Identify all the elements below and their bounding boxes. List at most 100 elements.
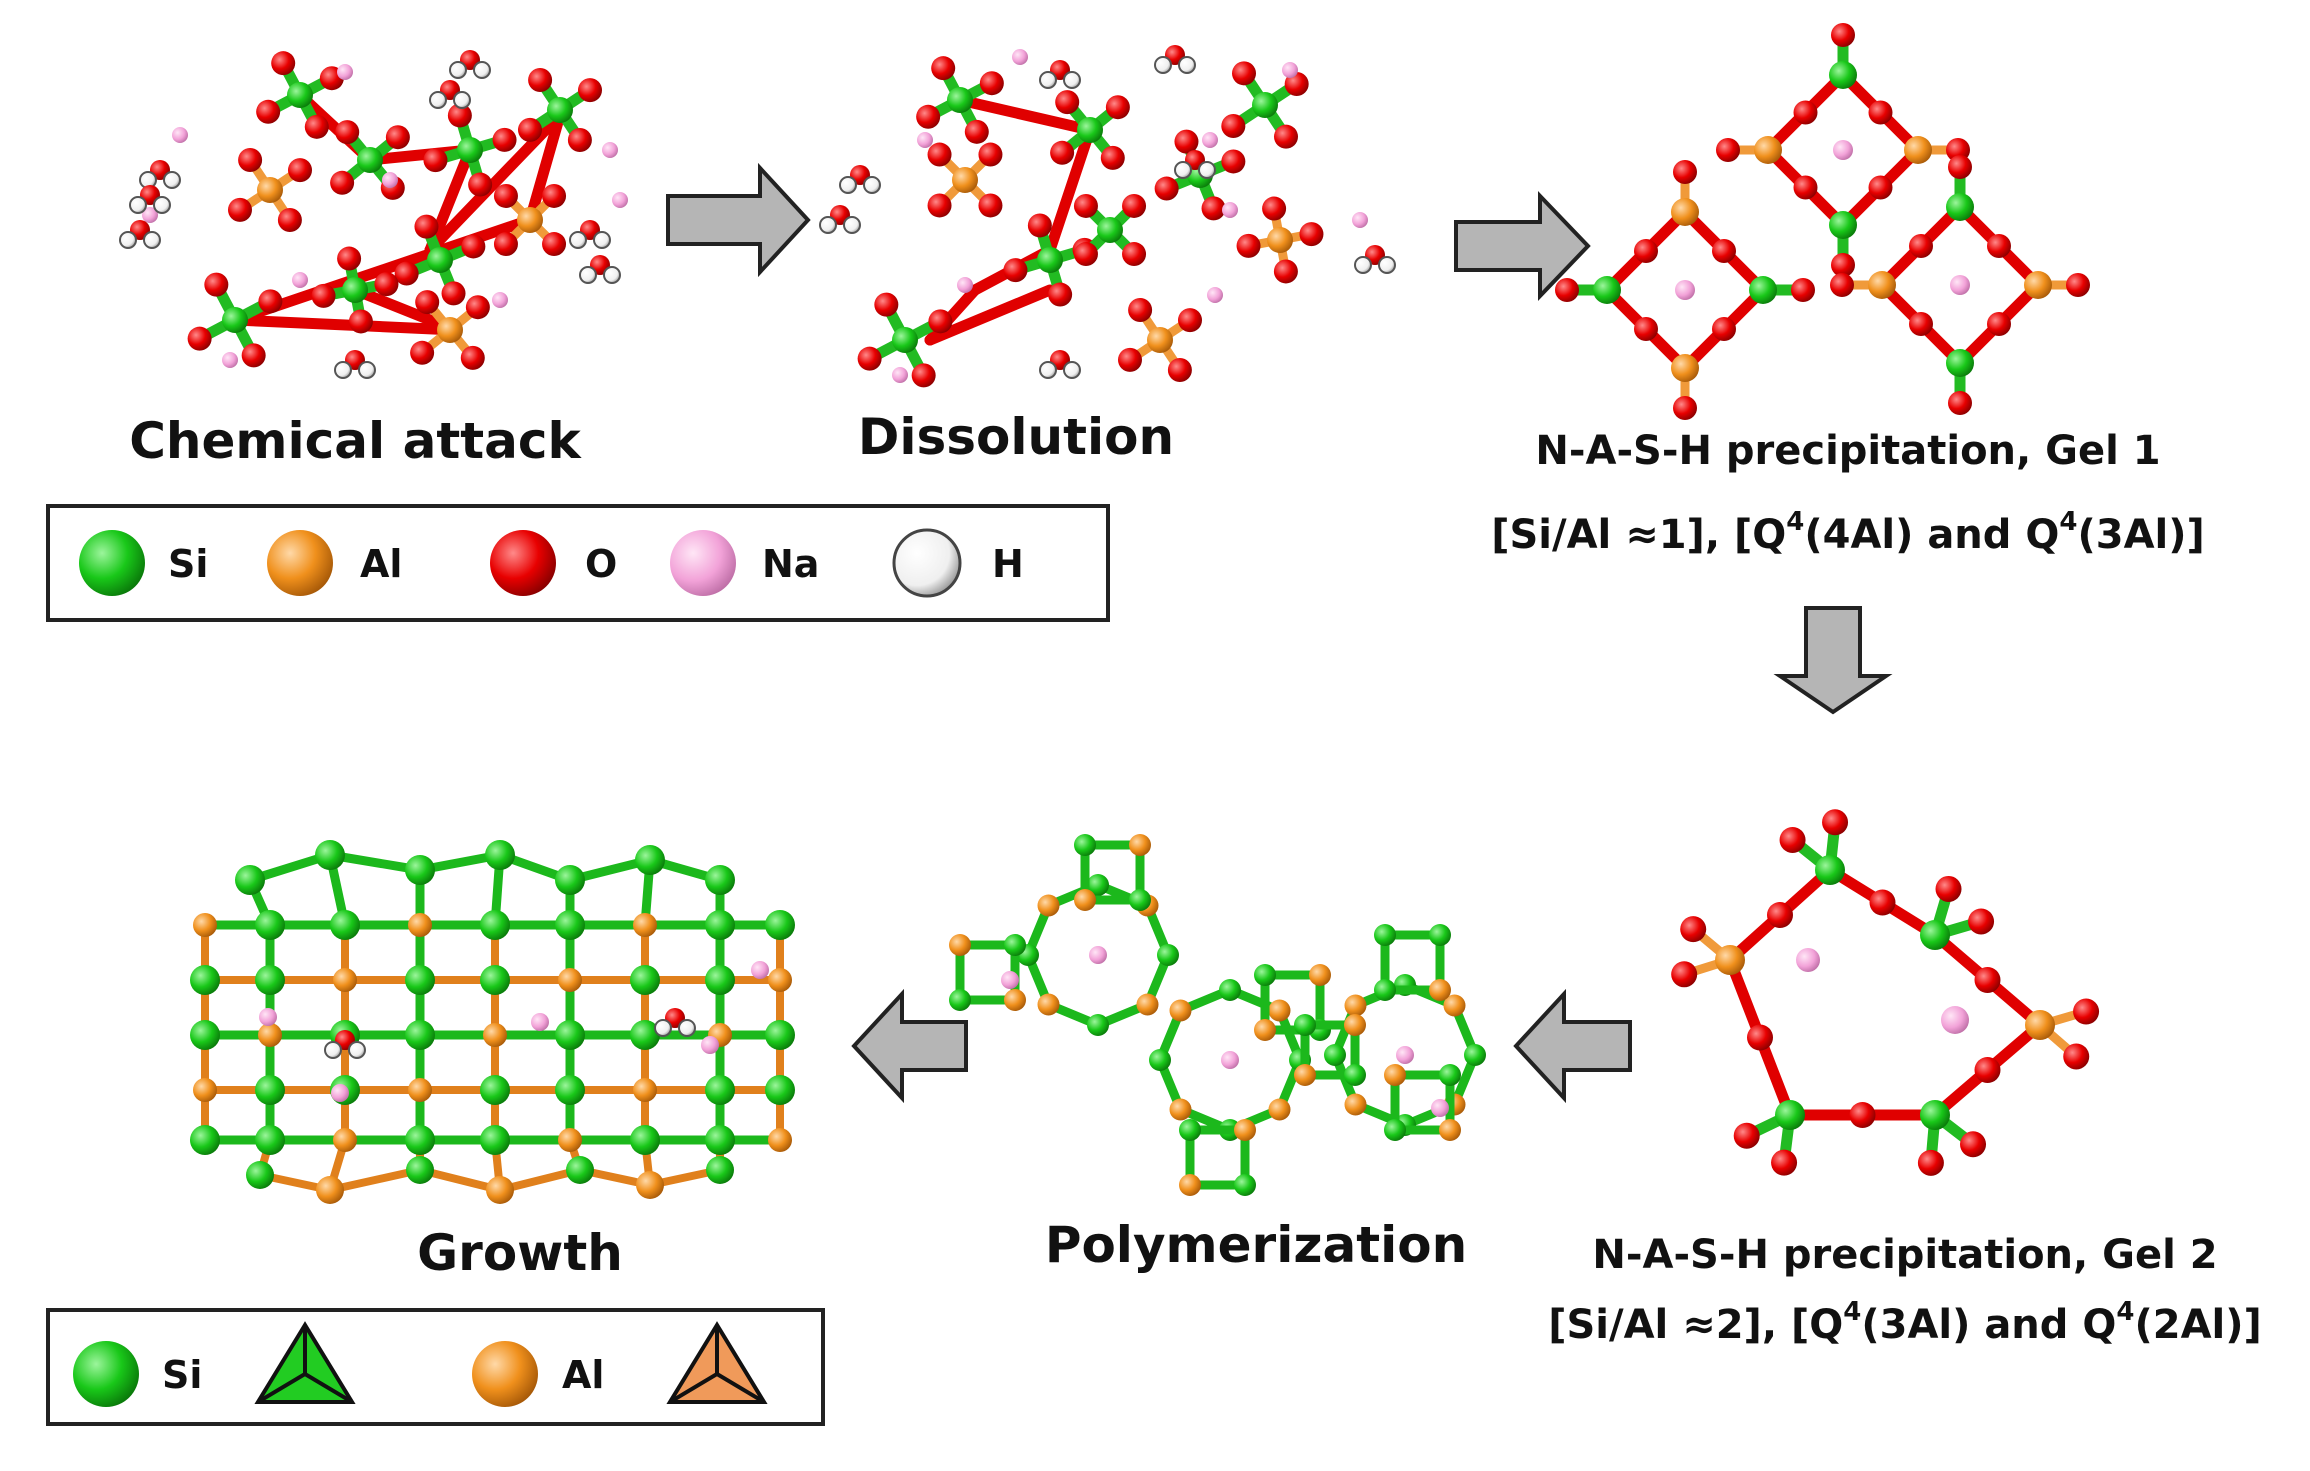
o-atom xyxy=(304,114,329,139)
na-atom xyxy=(172,127,188,143)
dissolution-label: Dissolution xyxy=(858,408,1174,466)
si-atom xyxy=(705,910,735,940)
o-atom xyxy=(1822,809,1849,836)
al-atom xyxy=(2024,271,2052,299)
si-atom xyxy=(892,327,918,353)
si-atom xyxy=(222,307,248,333)
na-atom xyxy=(892,367,908,383)
gel1-detail-mid: (4Al) and Q xyxy=(1804,512,2059,558)
h-atom xyxy=(1178,56,1196,74)
na-atom xyxy=(917,132,933,148)
legend-al-swatch xyxy=(267,530,333,596)
al-atom xyxy=(1268,1098,1291,1121)
al-atom xyxy=(636,1171,664,1199)
gel1-detail-pre: [Si/Al ≈1], [Q xyxy=(1491,512,1786,558)
o-atom xyxy=(2073,998,2100,1025)
o-atom xyxy=(187,326,212,351)
na-atom xyxy=(222,352,238,368)
si-atom xyxy=(287,82,313,108)
al-atom xyxy=(633,1078,657,1102)
si-atom xyxy=(555,1075,585,1105)
polymerization-framework xyxy=(949,834,1486,1196)
si-atom xyxy=(1829,211,1857,239)
o-atom xyxy=(410,340,435,365)
legend-o-swatch xyxy=(490,530,556,596)
si-atom xyxy=(1254,964,1276,986)
h-atom xyxy=(453,91,471,109)
h-atom xyxy=(863,176,881,194)
si-atom xyxy=(630,965,660,995)
al-atom xyxy=(1147,327,1173,353)
o-atom xyxy=(1868,175,1893,200)
arrow-polymerization-to-growth xyxy=(851,988,968,1104)
o-atom xyxy=(238,147,263,172)
o-atom xyxy=(874,292,899,317)
si-atom xyxy=(705,865,735,895)
h-atom xyxy=(429,91,447,109)
h-atom xyxy=(324,1041,342,1059)
legend-si-label: Si xyxy=(168,542,208,586)
o-atom xyxy=(447,103,472,128)
si-atom xyxy=(765,1075,795,1105)
o-atom xyxy=(1680,916,1707,943)
o-atom xyxy=(1073,193,1098,218)
o-atom xyxy=(1948,391,1972,415)
gel2-detail: [Si/Al ≈2], [Q4(3Al) and Q4(2Al)] xyxy=(1548,1297,2262,1348)
si-atom xyxy=(330,910,360,940)
si-atom xyxy=(1815,855,1845,885)
al-atom xyxy=(1868,271,1896,299)
al-atom xyxy=(1294,1064,1316,1086)
si-atom xyxy=(427,247,453,273)
si-atom xyxy=(1097,217,1123,243)
si-atom xyxy=(406,1156,434,1184)
o-atom xyxy=(1960,1131,1987,1158)
gel2-sup-a: 4 xyxy=(1843,1297,1861,1327)
o-atom xyxy=(468,172,493,197)
si-atom xyxy=(1593,276,1621,304)
o-atom xyxy=(979,71,1004,96)
o-atom xyxy=(1771,1149,1798,1176)
o-atom xyxy=(1236,233,1261,258)
o-atom xyxy=(1830,273,1854,297)
o-atom xyxy=(1100,145,1125,170)
si-atom xyxy=(555,1020,585,1050)
al-atom xyxy=(1715,945,1745,975)
o-atom xyxy=(241,343,266,368)
gel1-detail: [Si/Al ≈1], [Q4(4Al) and Q4(3Al)] xyxy=(1491,507,2205,558)
h-atom xyxy=(449,61,467,79)
si-atom xyxy=(405,965,435,995)
na-atom xyxy=(142,207,158,223)
o-atom xyxy=(337,246,362,271)
si-atom xyxy=(480,965,510,995)
si-atom xyxy=(765,910,795,940)
o-atom xyxy=(931,56,956,81)
o-atom xyxy=(1716,138,1740,162)
al-atom xyxy=(1671,198,1699,226)
o-atom xyxy=(928,309,953,334)
o-atom xyxy=(1793,175,1818,200)
na-atom xyxy=(259,1008,277,1026)
o-atom xyxy=(1154,176,1179,201)
h-atom xyxy=(473,61,491,79)
na-atom xyxy=(1833,140,1853,160)
o-atom xyxy=(1122,242,1147,267)
si-atom xyxy=(566,1156,594,1184)
o-atom xyxy=(460,345,485,370)
o-atom xyxy=(271,51,296,76)
si-atom xyxy=(485,840,515,870)
o-atom xyxy=(916,104,941,129)
gel2-detail-mid: (3Al) and Q xyxy=(1861,1302,2116,1348)
o-atom xyxy=(1935,875,1962,902)
si-atom xyxy=(706,1156,734,1184)
na-atom xyxy=(1222,202,1238,218)
o-atom xyxy=(517,117,542,142)
o-atom xyxy=(1055,90,1080,115)
na-atom xyxy=(1941,1006,1969,1034)
al-atom xyxy=(1904,136,1932,164)
al-atom xyxy=(486,1176,514,1204)
o-atom xyxy=(1909,234,1933,258)
na-atom xyxy=(337,64,353,80)
o-atom xyxy=(1122,193,1147,218)
o-atom xyxy=(1868,100,1893,125)
na-atom xyxy=(331,1084,349,1102)
